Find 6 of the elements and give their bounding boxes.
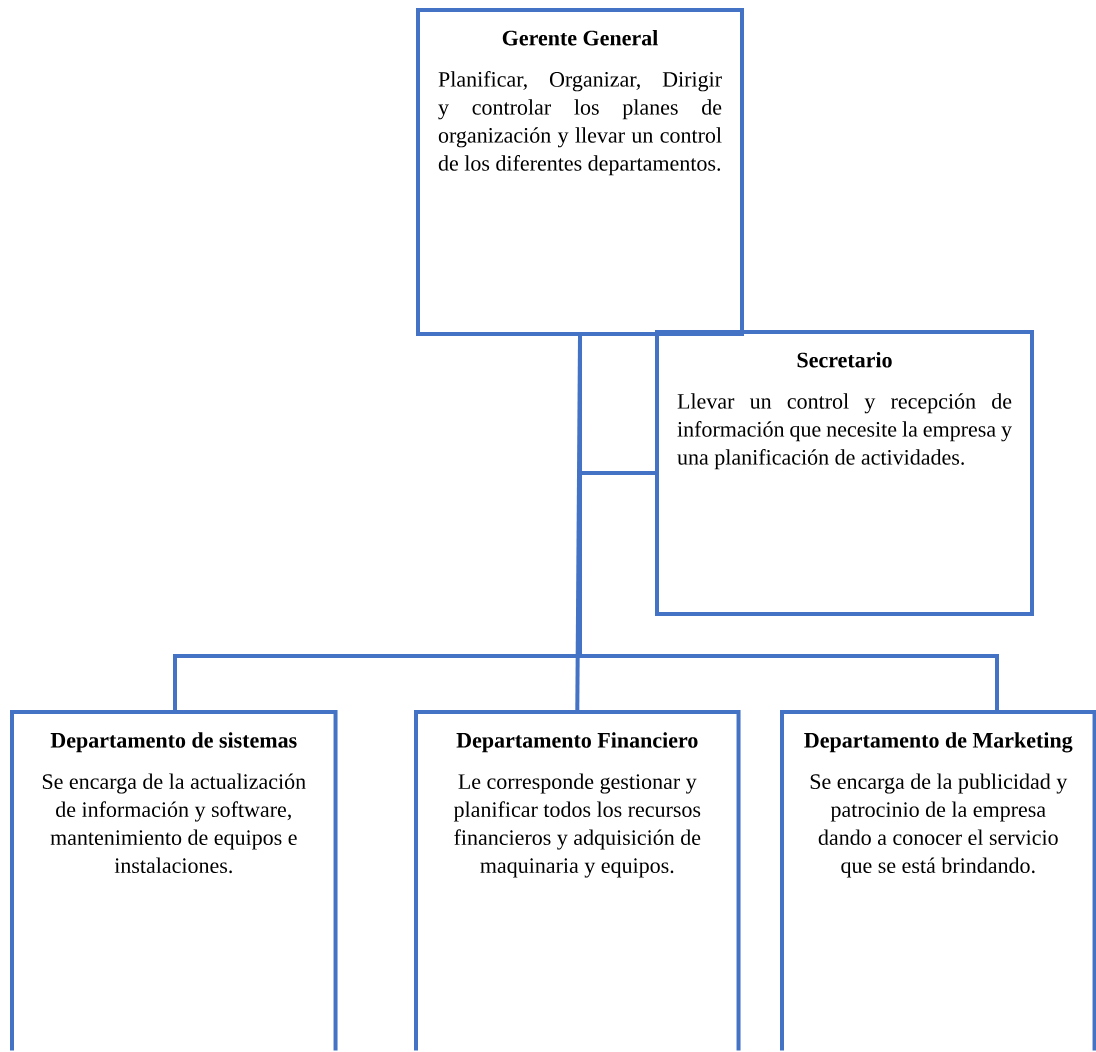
org-open-box: Departamento de sistemas Se encarga de la actualización de información y software, mantenimiento de equipos e instalaciones.	[10, 710, 338, 1051]
org-box: Gerente General Planificar, Organizar, Dirigir y controlar los planes de organización y llevar un control de los diferentes departamentos.	[416, 8, 744, 336]
org-box: Secretario Llevar un control y recepción de información que necesite la empresa y una planificación de actividades.	[655, 330, 1034, 616]
org-open-box: Departamento Financiero Le corresponde gestionar y planificar todos los recursos financieros y adquisición de maquinaria y equipos.	[414, 710, 741, 1051]
connector-line	[578, 336, 999, 712]
org-open-box: Departamento de Marketing Se encarga de la publicidad y patrocinio de la empresa dando a conocer el servicio que se está brindando.	[780, 710, 1096, 1051]
